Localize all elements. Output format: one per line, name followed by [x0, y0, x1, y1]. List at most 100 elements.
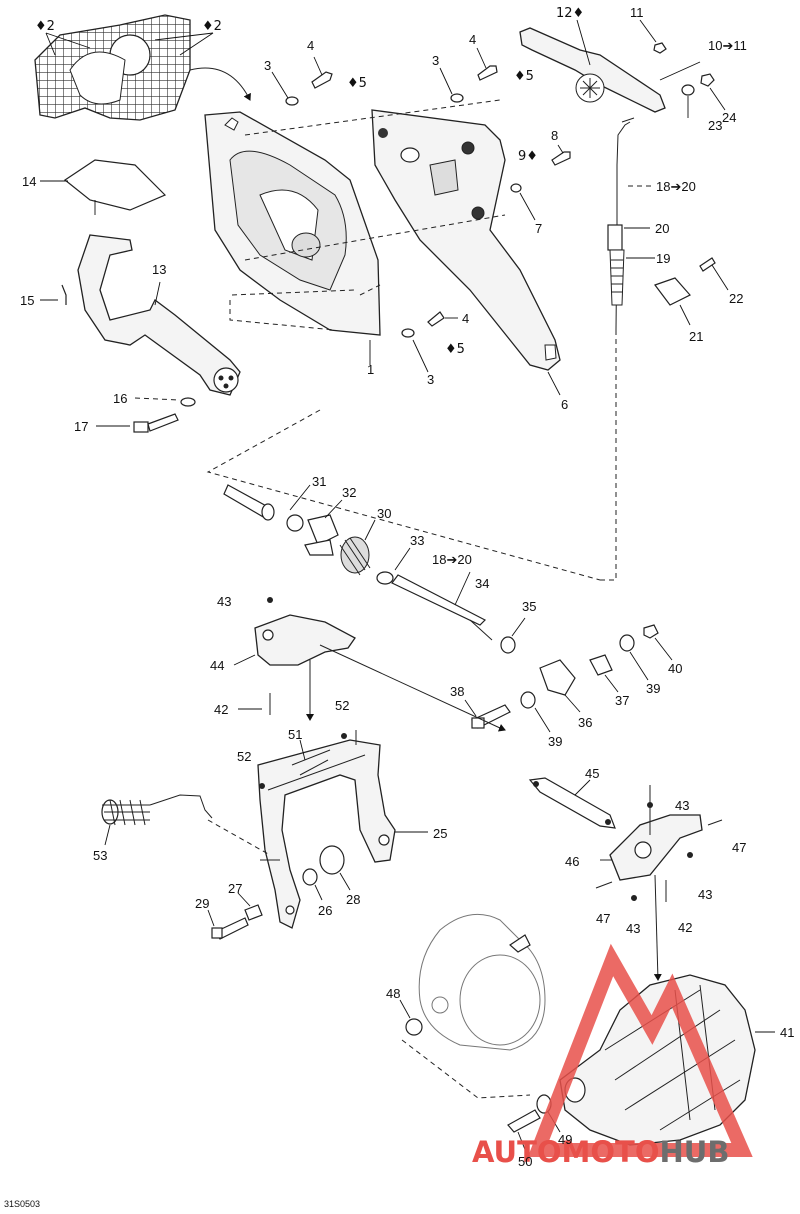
label-35: 35	[522, 599, 536, 614]
part-13-brake-pedal-arm	[77, 234, 241, 396]
part-17-bolt	[96, 413, 179, 433]
dashed-guides-top	[229, 99, 506, 331]
label-39b: 39	[548, 734, 562, 749]
label-42b: 42	[678, 920, 692, 935]
part-28-roller	[319, 845, 351, 891]
part-43-nut-d	[631, 895, 637, 901]
part-43-nut-a	[267, 597, 273, 603]
part-52-nut-b	[341, 733, 347, 739]
part-23-washer	[681, 84, 695, 118]
part-43-nut-c	[687, 852, 693, 858]
label-10-11: 10➔11	[708, 38, 747, 53]
label-50: 50	[518, 1154, 532, 1169]
label-48: 48	[386, 986, 400, 1001]
part-29-bolt	[207, 909, 249, 940]
label-34: 34	[475, 576, 489, 591]
label-7: 7	[535, 221, 542, 236]
part-30-spring	[339, 519, 376, 576]
label-43c: 43	[698, 887, 712, 902]
label-27: 27	[228, 881, 242, 896]
label-31: 31	[312, 474, 326, 489]
label-43b: 43	[675, 798, 689, 813]
label-49: 49	[558, 1132, 572, 1147]
label-43a: 43	[217, 594, 231, 609]
label-52b: 52	[237, 749, 251, 764]
label-42a: 42	[214, 702, 228, 717]
lead-lines-2	[45, 32, 214, 56]
label-15: 15	[20, 293, 34, 308]
label-25: 25	[433, 826, 447, 841]
part-6-bracket	[371, 109, 561, 396]
label-11: 11	[630, 5, 644, 20]
label-13: 13	[152, 262, 166, 277]
part-44-bracket	[233, 614, 506, 732]
label-3a: 3	[264, 58, 271, 73]
label-5c: ♦5	[445, 342, 465, 357]
part-7-washer	[510, 183, 536, 221]
part-1-pedal-housing	[204, 111, 381, 365]
part-4-bolt-c	[427, 311, 458, 327]
logo-part-hub: HUB	[660, 1135, 730, 1169]
part-21-plate	[654, 277, 691, 326]
part-52-nut-a	[259, 783, 265, 789]
label-3c: 3	[427, 372, 434, 387]
part-31-shaft	[223, 484, 311, 521]
part-39-washer-b	[520, 691, 551, 733]
label-32: 32	[342, 485, 356, 500]
label-16: 16	[113, 391, 127, 406]
part-27-bushing	[237, 892, 263, 921]
label-47a: 47	[732, 840, 746, 855]
part-3-washer-a	[271, 71, 299, 106]
label-52a: 52	[335, 698, 349, 713]
label-43d: 43	[626, 921, 640, 936]
label-44: 44	[210, 658, 224, 673]
label-21: 21	[689, 329, 703, 344]
label-41: 41	[780, 1025, 794, 1040]
logo-triangle-icon	[527, 943, 753, 1157]
part-16-washer	[134, 397, 196, 407]
part-8-bolt	[551, 144, 571, 166]
part-25-pedal-frame	[257, 730, 428, 929]
part-31-ring	[286, 514, 304, 532]
lead-10-11	[659, 61, 701, 81]
logo-part-auto: AUTO	[472, 1135, 562, 1169]
part-24-nut	[700, 73, 726, 111]
label-9: 9♦	[518, 149, 538, 164]
label-33: 33	[410, 533, 424, 548]
label-23: 23	[708, 118, 722, 133]
label-37: 37	[615, 693, 629, 708]
part-46-lever	[600, 785, 703, 881]
part-38-bolt	[464, 699, 511, 729]
part-43-nut-b	[647, 802, 653, 808]
label-46: 46	[565, 854, 579, 869]
label-28: 28	[346, 892, 360, 907]
label-18-20b: 18➔20	[432, 552, 472, 567]
part-40-nut	[643, 624, 673, 661]
label-30: 30	[377, 506, 391, 521]
label-3b: 3	[432, 53, 439, 68]
part-39-washer-a	[619, 634, 649, 681]
part-53-spring	[101, 794, 271, 856]
diagram-code: 31S0503	[4, 1199, 41, 1209]
part-50-bolt	[507, 1109, 541, 1153]
label-17: 17	[74, 419, 88, 434]
part-3-washer-b	[439, 67, 464, 103]
label-2a: ♦2	[35, 19, 55, 34]
label-26: 26	[318, 903, 332, 918]
label-5b: ♦5	[514, 69, 534, 84]
label-38: 38	[450, 684, 464, 699]
part-18-cable	[600, 117, 655, 581]
part-48-nut	[399, 999, 423, 1036]
label-39a: 39	[646, 681, 660, 696]
part-11-nut	[639, 19, 667, 54]
label-40: 40	[668, 661, 682, 676]
label-24: 24	[722, 110, 736, 125]
part-26-bushing	[302, 868, 323, 901]
label-12: 12♦	[556, 6, 584, 21]
label-1: 1	[367, 362, 374, 377]
part-12-lever	[519, 19, 666, 113]
label-6: 6	[561, 397, 568, 412]
label-4b: 4	[469, 32, 476, 47]
dashed-guide-mid	[206, 409, 601, 581]
